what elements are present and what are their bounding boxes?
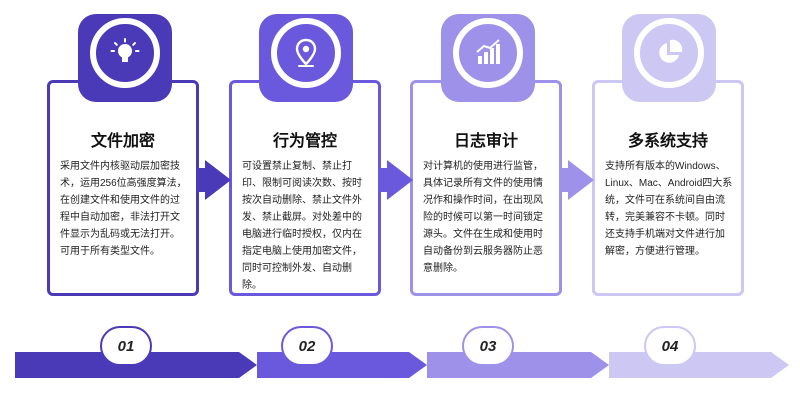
- step-number-2: 02: [281, 326, 333, 366]
- icon-badge-4: [634, 18, 704, 88]
- step-description: 可设置禁止复制、禁止打印、限制可阅读次数、按时按次自动删除、禁止文件外发、禁止截…: [242, 161, 362, 291]
- lightbulb-icon: [110, 38, 140, 62]
- bar-chart-icon: [476, 39, 500, 64]
- step-card-4: 多系统支持 支持所有版本的Windows、Linux、Mac、Android四大…: [592, 80, 744, 296]
- step-number-4: 04: [644, 326, 696, 366]
- step-title: 日志审计: [453, 133, 518, 150]
- step-description: 对计算机的使用进行监管，具体记录所有文件的使用情况作和操作时间，在出现风险的时候…: [423, 161, 543, 274]
- step-number-1: 01: [100, 326, 152, 366]
- timeline-arrow-4: [771, 352, 789, 378]
- step-title: 行为管控: [272, 133, 337, 150]
- timeline-arrow-1: [239, 352, 257, 378]
- step-title: 多系统支持: [627, 133, 708, 150]
- arrow-right-icon: [387, 160, 413, 200]
- step-description: 支持所有版本的Windows、Linux、Mac、Android四大系统，文件可…: [605, 161, 733, 257]
- timeline-arrow-2: [409, 352, 427, 378]
- step-title: 文件加密: [90, 133, 155, 150]
- icon-badge-2: [271, 18, 341, 88]
- step-card-2: 行为管控 可设置禁止复制、禁止打印、限制可阅读次数、按时按次自动删除、禁止文件外…: [229, 80, 381, 296]
- step-card-3: 日志审计 对计算机的使用进行监管，具体记录所有文件的使用情况作和操作时间，在出现…: [410, 80, 562, 296]
- arrow-right-icon: [205, 160, 231, 200]
- step-number-3: 03: [462, 326, 514, 366]
- connector-bar-1: [197, 168, 207, 192]
- timeline-segment-2: [257, 352, 409, 378]
- location-pin-icon: [295, 38, 317, 67]
- connector-bar-3: [560, 168, 570, 192]
- connector-bar-2: [379, 168, 389, 192]
- pie-chart-icon: [659, 39, 683, 63]
- icon-badge-3: [453, 18, 523, 88]
- step-card-1: 文件加密 采用文件内核驱动层加密技术，运用256位高强度算法，在创建文件和使用文…: [47, 80, 199, 296]
- icon-badge-1: [90, 18, 160, 88]
- arrow-right-icon: [568, 160, 594, 200]
- timeline-arrow-3: [591, 352, 609, 378]
- step-description: 采用文件内核驱动层加密技术，运用256位高强度算法，在创建文件和使用文件的过程中…: [60, 161, 187, 257]
